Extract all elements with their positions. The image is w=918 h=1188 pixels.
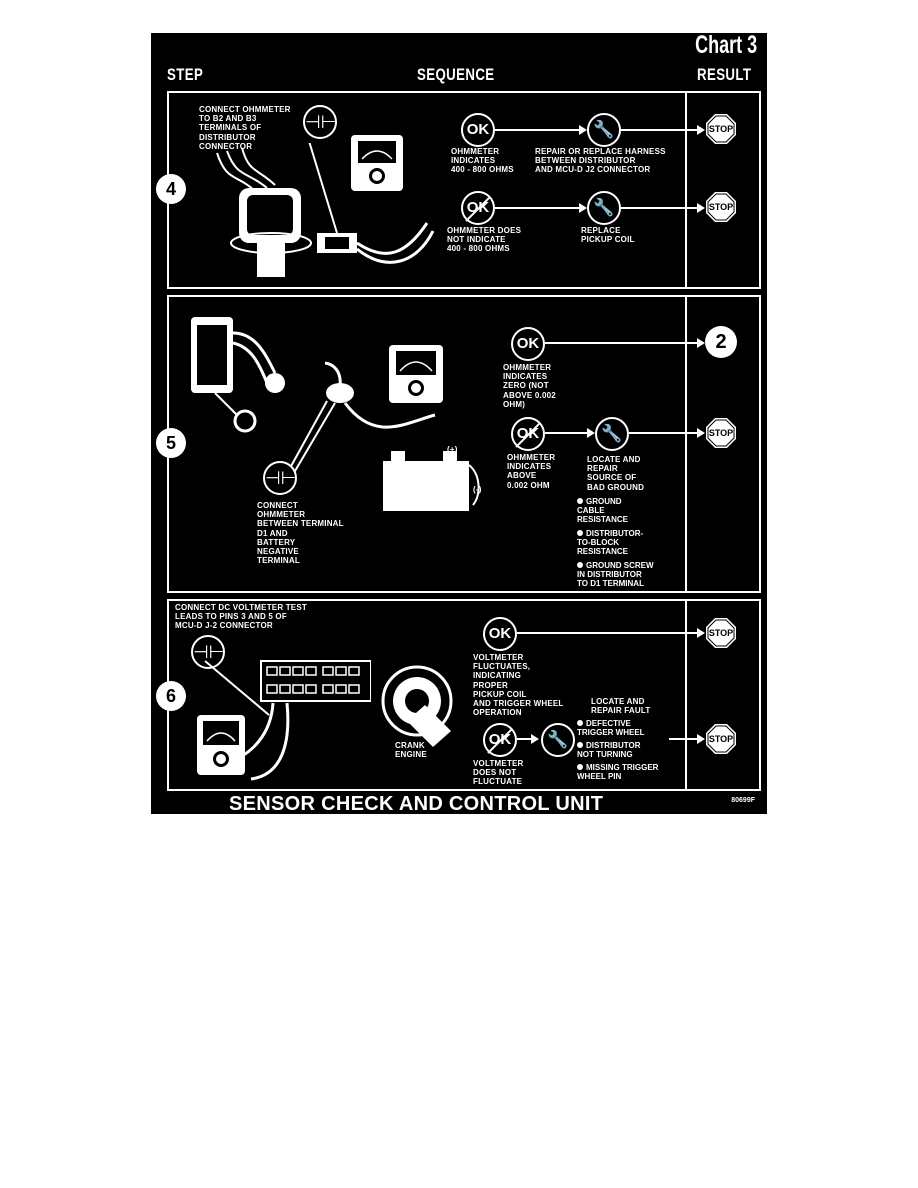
step5-ohmmeter-symbol-icon: ⊣⊢ [263,461,297,495]
step4-ok-action: REPAIR OR REPLACE HARNESS BETWEEN DISTRI… [535,147,666,175]
step5-ok-text: OHMMETER INDICATES ZERO (NOT ABOVE 0.002… [503,363,556,409]
step6-bullet-3: MISSING TRIGGER WHEEL PIN [577,763,659,782]
step5-result-divider [685,297,687,591]
step4-result2-arrow [621,203,705,213]
step6-result-divider [685,601,687,789]
step6-wrench-icon: 🔧 [541,723,575,757]
step4-distributor-illustration [216,143,435,277]
figure-code: 80699F [731,797,755,804]
step4-ok-text: OHMMETER INDICATES 400 - 800 OHMS [451,147,514,175]
chart-title: Chart 3 [694,31,757,59]
step6-notok-icon: OK [483,723,517,757]
sequence-header: SEQUENCE [417,65,495,84]
step5-bullet-1: GROUND CABLE RESISTANCE [577,497,628,525]
step6-crank-text: CRANK ENGINE [395,741,427,760]
diagnostic-chart: Chart 3 STEP SEQUENCE RESULT 4 CONNECT O… [151,31,767,815]
step4-notok-arrow [495,203,587,213]
step5-ok-arrow [545,338,705,348]
step5-result2-label: STOP [708,428,734,438]
step6-ok-text: VOLTMETER FLUCTUATES, INDICATING PROPER … [473,653,564,718]
step4-instruction: CONNECT OHMMETER TO B2 AND B3 TERMINALS … [199,105,291,151]
step6-result2-label: STOP [708,734,734,744]
step5-number: 5 [156,428,186,458]
step4-ohmmeter-icon [351,135,403,191]
step5-minus-label: (-) [473,485,482,494]
step6-result1-label: STOP [708,628,734,638]
step4-notok-text: OHMMETER DOES NOT INDICATE 400 - 800 OHM… [447,226,522,254]
step-header: STEP [167,65,204,84]
step5-stop-icon: STOP [705,417,737,449]
step4-result-divider [685,93,687,287]
step5-notok-text: OHMMETER INDICATES ABOVE 0.002 OHM [507,453,556,490]
step4-result1-arrow [621,125,705,135]
step4-notok-action: REPLACE PICKUP COIL [581,226,635,245]
step6-notok-action: LOCATE AND REPAIR FAULT [591,697,651,716]
step6-number: 6 [156,681,186,711]
result-header: RESULT [697,65,752,84]
step6-notok-text: VOLTMETER DOES NOT FLUCTUATE [473,759,524,787]
step6-bullet-1: DEFECTIVE TRIGGER WHEEL [577,719,645,738]
step4-wrench-icon: 🔧 [587,113,621,147]
step5-result1-badge: 2 [705,326,737,358]
step6-stop-icon-1: STOP [705,617,737,649]
step5-instruction: CONNECT OHMMETER BETWEEN TERMINAL D1 AND… [257,501,344,566]
step4-notok-icon: OK [461,191,495,225]
step5-bullet-2: DISTRIBUTOR- TO-BLOCK RESISTANCE [577,529,644,557]
step4-ohmmeter-symbol-icon: ⊣⊢ [303,105,337,139]
step6-stop-icon-2: STOP [705,723,737,755]
step6-crank-pulley-illustration [381,665,453,747]
step5-wrench-icon: 🔧 [595,417,629,451]
step5-ohmmeter-icon [389,345,443,403]
step4-stop-icon-2: STOP [705,191,737,223]
step4-ok-icon: OK [461,113,495,147]
step6-voltmeter-icon [197,715,245,775]
step5-notok-arrow [545,428,595,438]
step6-result2-arrow [669,734,705,744]
step4-number: 4 [156,174,186,204]
step4-notok-wrench-icon: 🔧 [587,191,621,225]
step4-stop-icon-1: STOP [705,113,737,145]
step6-ok-arrow [517,628,705,638]
step5-battery-icon [383,451,480,511]
step6-instruction: CONNECT DC VOLTMETER TEST LEADS TO PINS … [175,603,307,631]
step5-notok-icon: OK [511,417,545,451]
step5-plus-label: (+) [447,445,458,454]
step6-notok-arrow [517,734,539,744]
bottom-title: SENSOR CHECK AND CONTROL UNIT [229,793,604,815]
step4-ok-arrow [495,125,587,135]
step4-result2-label: STOP [708,202,734,212]
step4-result1-label: STOP [708,124,734,134]
step6-bullet-2: DISTRIBUTOR NOT TURNING [577,741,641,760]
step5-bullet-3: GROUND SCREW IN DISTRIBUTOR TO D1 TERMIN… [577,561,654,589]
step6-ok-icon: OK [483,617,517,651]
step5-ok-icon: OK [511,327,545,361]
step5-notok-action: LOCATE AND REPAIR SOURCE OF BAD GROUND [587,455,645,492]
step5-result2-arrow [629,428,705,438]
